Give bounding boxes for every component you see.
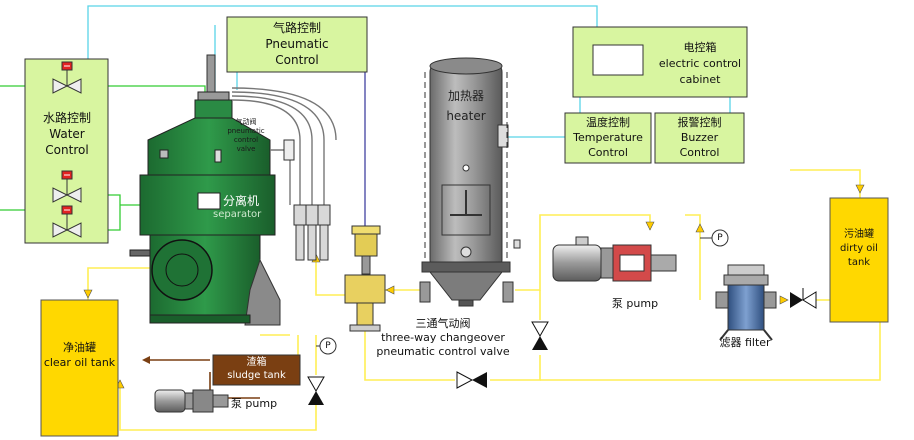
- gauge-bottom-label: P: [325, 341, 331, 351]
- pneumatic-control-en1: Pneumatic: [265, 37, 329, 51]
- pneumatic-valve-small-label: 气动阀 pneumatic control valve: [226, 118, 266, 154]
- pneumatic-valve-small-zh: 气动阀: [235, 118, 257, 126]
- pump-right-en: pump: [626, 297, 659, 310]
- electric-cabinet-en2: cabinet: [679, 73, 721, 86]
- pump-bottom-zh: 泵: [230, 397, 242, 410]
- bottom-pump: [154, 389, 229, 413]
- three-way-valve: [344, 225, 386, 332]
- sludge-tank-zh: 渣箱: [246, 357, 267, 368]
- separator: [129, 54, 281, 326]
- cabinet-display: [592, 44, 644, 76]
- temperature-control-zh: 温度控制: [586, 116, 630, 129]
- buzzer-control-en2: Control: [679, 146, 720, 159]
- separator-label: 分离机 separator: [205, 194, 275, 222]
- three-way-valve-en1: three-way changeover: [381, 331, 505, 344]
- outlet-valves: [293, 204, 331, 261]
- pneumatic-valve-small-en3: valve: [236, 145, 256, 153]
- pneumatic-valve-small-en2: control: [233, 136, 259, 144]
- electric-cabinet-box: [572, 26, 748, 98]
- clear-oil-tank-label: 净油罐 clear oil tank: [41, 340, 118, 370]
- three-way-valve-label: 三通气动阀 three-way changeover pneumatic con…: [368, 317, 518, 359]
- water-control-label: 水路控制 Water Control: [27, 110, 107, 158]
- temperature-control-label: 温度控制 Temperature Control: [565, 115, 651, 160]
- filter-label: 滤器 filter: [705, 336, 785, 350]
- dirty-oil-tank-label: 污油罐 dirty oil tank: [830, 228, 888, 270]
- buzzer-control-zh: 报警控制: [677, 116, 722, 129]
- dirty-oil-tank: [829, 197, 889, 323]
- clear-oil-tank: [40, 299, 119, 437]
- buzzer-control-label: 报警控制 Buzzer Control: [655, 115, 744, 160]
- temperature-control-en1: Temperature: [573, 131, 643, 144]
- clear-oil-tank-en: clear oil tank: [43, 356, 116, 369]
- pressure-gauge-top: [700, 229, 729, 247]
- pressure-gauge-bottom: [316, 337, 337, 355]
- right-pump: [552, 236, 677, 282]
- three-way-valve-zh: 三通气动阀: [415, 317, 471, 330]
- sludge-tank: [212, 354, 301, 386]
- pump-right-label: 泵 pump: [605, 297, 665, 311]
- gauge-top-label: P: [717, 233, 723, 243]
- electric-cabinet-zh: 电控箱: [683, 41, 717, 54]
- temperature-control-box: [564, 112, 652, 164]
- oil-lines: [87, 169, 881, 431]
- water-valves: [52, 61, 82, 238]
- water-control-en1: Water: [49, 127, 85, 141]
- heater-zh: 加热器: [447, 89, 484, 103]
- dirty-oil-tank-zh: 污油罐: [844, 229, 874, 240]
- three-way-valve-en2: pneumatic control valve: [376, 345, 510, 358]
- check-valve-bottom: [456, 371, 487, 389]
- separator-pipes: [231, 87, 337, 205]
- filter-unit: [715, 264, 777, 341]
- pneumatic-control-zh: 气路控制: [272, 21, 321, 35]
- clear-oil-tank-zh: 净油罐: [63, 341, 96, 354]
- pump-right-zh: 泵: [611, 297, 623, 310]
- sludge-tank-label: 渣箱 sludge tank: [213, 356, 300, 382]
- buzzer-control-en1: Buzzer: [680, 131, 719, 144]
- heater-label: 加热器 heater: [433, 86, 499, 126]
- pump-bottom-en: pump: [245, 397, 278, 410]
- water-control-zh: 水路控制: [42, 111, 91, 125]
- pneumatic-control-en2: Control: [275, 53, 319, 67]
- pneumatic-control-box: [226, 16, 368, 73]
- buzzer-control-box: [654, 112, 745, 164]
- heater: [419, 57, 521, 307]
- check-valve-mid: [531, 321, 549, 350]
- filter-zh: 滤器: [719, 336, 742, 349]
- check-valve-right: [790, 288, 817, 309]
- sludge-arrow: [142, 356, 150, 364]
- pneumatic-valve-small-en1: pneumatic: [227, 127, 265, 135]
- heater-en: heater: [446, 109, 486, 123]
- pneumatic-control-label: 气路控制 Pneumatic Control: [227, 20, 367, 68]
- sight-glass: [283, 139, 295, 161]
- separator-en: separator: [213, 209, 262, 220]
- separator-zh: 分离机: [223, 194, 260, 208]
- pump-bottom-label: 泵 pump: [224, 397, 284, 411]
- water-control-en2: Control: [45, 143, 89, 157]
- temperature-control-en2: Control: [588, 146, 628, 159]
- electric-cabinet-label: 电控箱 electric control cabinet: [650, 40, 750, 88]
- sludge-tank-en: sludge tank: [227, 370, 286, 381]
- electric-cabinet-en1: electric control: [658, 57, 742, 70]
- filter-en: filter: [744, 336, 771, 349]
- dirty-oil-tank-en: dirty oil tank: [840, 243, 878, 268]
- check-valve-sludge: [307, 376, 325, 405]
